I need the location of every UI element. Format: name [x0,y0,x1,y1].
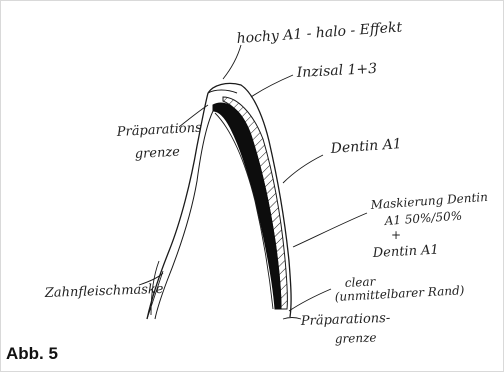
label-maskierung-1: Maskierung Dentin [369,190,488,212]
label-praep-top-1: Präparations [115,121,202,140]
label-maskierung-3: + [391,228,401,242]
figure-caption: Abb. 5 [6,344,58,364]
leader-maskierung [293,213,367,247]
label-praep-bottom-1: Präparations- [300,311,391,329]
label-zahnfleisch: Zahnfleischmaske [44,282,164,301]
label-praep-top-2: grenze [134,145,180,162]
label-dentin: Dentin A1 [329,136,402,157]
leader-halo [223,45,241,79]
incisal-tip [208,90,237,93]
label-halo: hochy A1 - halo - Effekt [236,19,403,47]
leader-dentin [283,155,323,183]
label-inzisal: Inzisal 1+3 [295,61,377,81]
preparation-core-line [155,111,213,319]
label-maskierung-2: A1 50%/50% [383,209,462,228]
leader-inzisal [251,75,293,97]
label-maskierung-4: Dentin A1 [371,243,439,261]
leader-praep-bottom [283,318,301,320]
label-praep-bottom-2: grenze [335,331,377,346]
leader-clear [289,289,331,311]
